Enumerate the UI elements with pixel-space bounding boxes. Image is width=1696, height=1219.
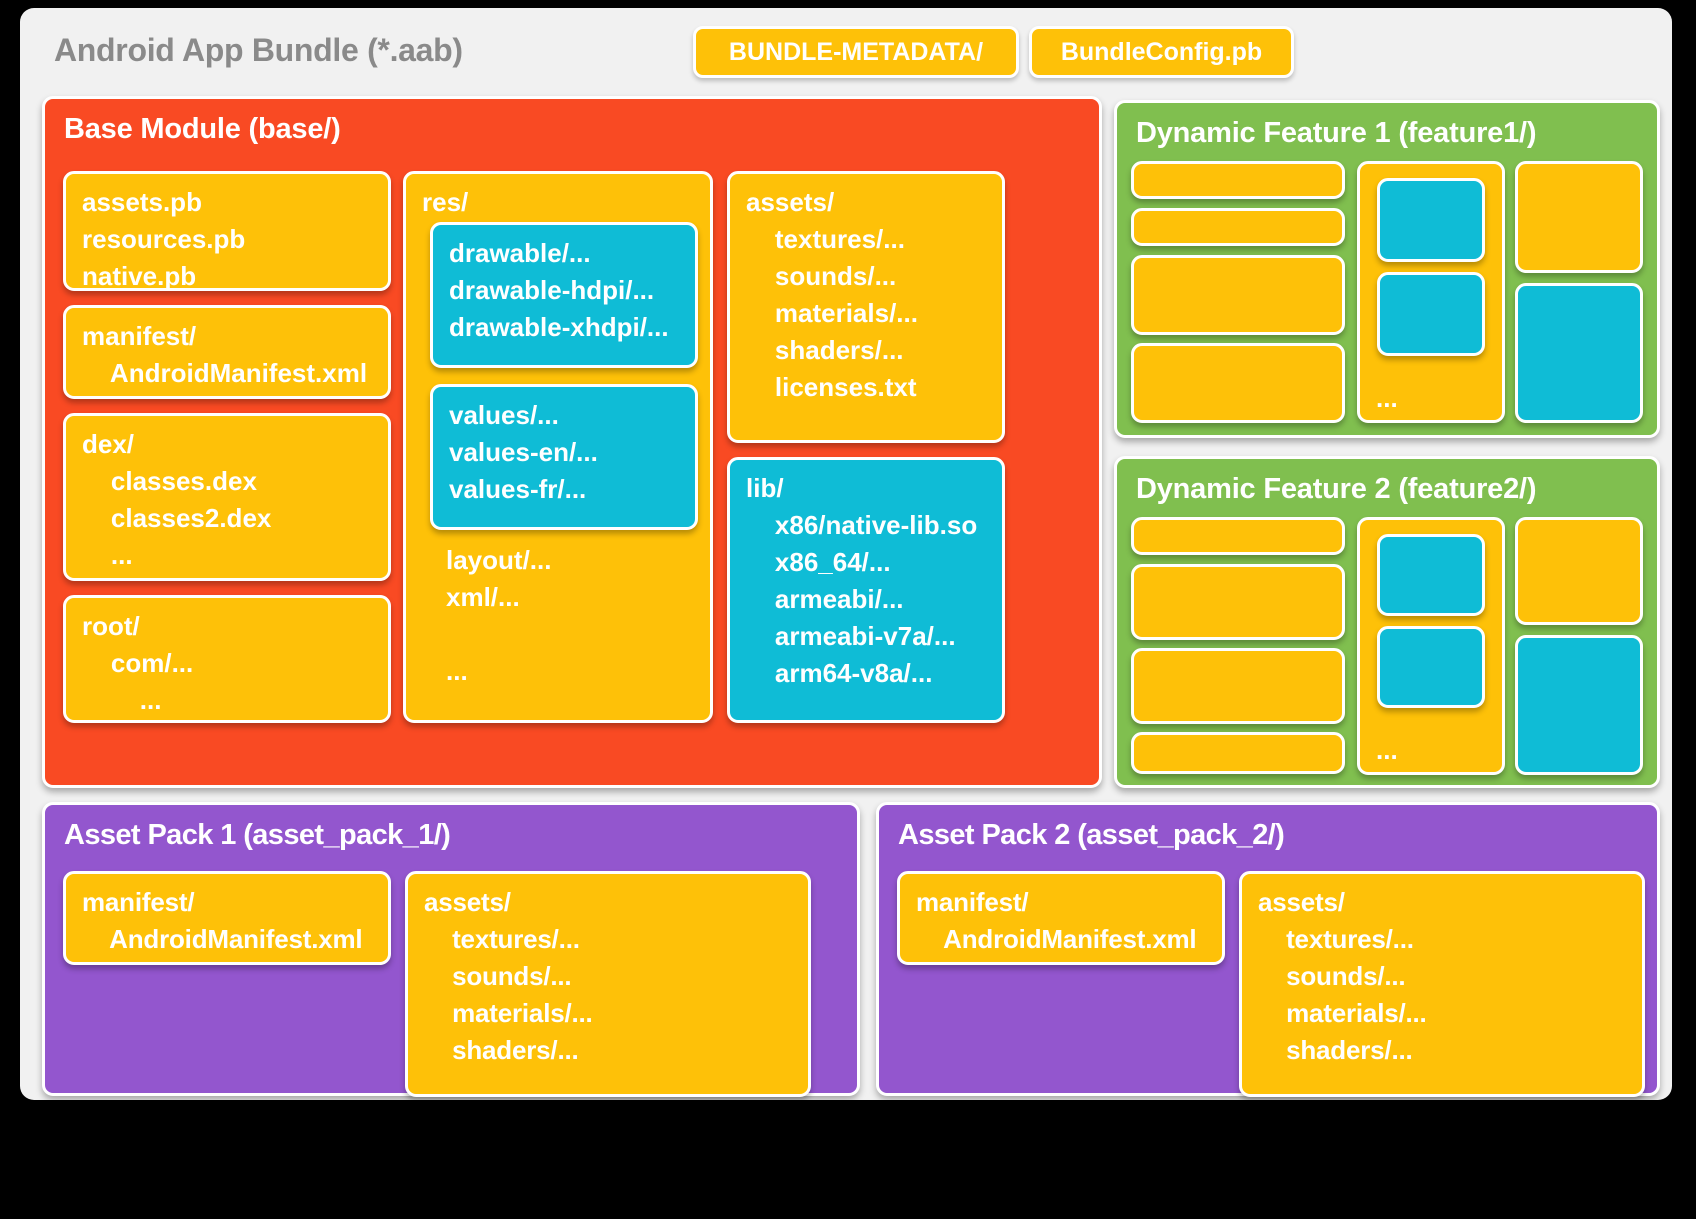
base-protos-box: assets.pb resources.pb native.pb	[63, 171, 391, 291]
feature1-left-box-1	[1131, 161, 1345, 199]
feature2-right-box-2	[1515, 635, 1643, 775]
base-dex-text: dex/ classes.dex classes2.dex ...	[82, 429, 272, 570]
asset-pack-2-title: Asset Pack 2 (asset_pack_2/)	[898, 819, 1285, 851]
asset-pack-1-manifest-box: manifest/ AndroidManifest.xml	[63, 871, 391, 965]
feature1-left-box-3	[1131, 255, 1345, 335]
base-manifest-box: manifest/ AndroidManifest.xml	[63, 305, 391, 399]
asset-pack-2-panel: Asset Pack 2 (asset_pack_2/) manifest/ A…	[876, 802, 1660, 1097]
base-manifest-text: manifest/ AndroidManifest.xml	[82, 321, 368, 388]
feature2-left-box-3	[1131, 648, 1345, 724]
feature2-res-child-2	[1377, 626, 1485, 708]
base-res-tail-text: layout/... xml/... ...	[446, 545, 552, 686]
base-root-box: root/ com/... ...	[63, 595, 391, 723]
feature2-right-box-1	[1515, 517, 1643, 625]
dynamic-feature-1-title: Dynamic Feature 1 (feature1/)	[1136, 117, 1537, 149]
base-lib-text: lib/ x86/native-lib.so x86_64/... armeab…	[746, 473, 978, 688]
feature1-res-child-2	[1377, 272, 1485, 356]
asset-pack-2-assets-text: assets/ textures/... sounds/... material…	[1258, 887, 1427, 1065]
base-module-panel: Base Module (base/) assets.pb resources.…	[42, 96, 1102, 788]
base-root-text: root/ com/... ...	[82, 611, 194, 715]
bundle-title: Android App Bundle (*.aab)	[54, 32, 463, 68]
asset-pack-1-assets-text: assets/ textures/... sounds/... material…	[424, 887, 593, 1065]
feature2-res-child-1	[1377, 534, 1485, 616]
base-res-box: res/ drawable/... drawable-hdpi/... draw…	[403, 171, 713, 723]
feature2-res-ellipsis: ...	[1376, 735, 1398, 765]
dynamic-feature-2-panel: Dynamic Feature 2 (feature2/) ...	[1114, 456, 1660, 788]
asset-pack-1-assets-box: assets/ textures/... sounds/... material…	[405, 871, 811, 1097]
base-res-drawable-text: drawable/... drawable-hdpi/... drawable-…	[449, 238, 669, 342]
asset-pack-2-manifest-box: manifest/ AndroidManifest.xml	[897, 871, 1225, 965]
base-res-label: res/	[422, 187, 469, 217]
base-res-values-text: values/... values-en/... values-fr/... .…	[449, 400, 598, 504]
android-app-bundle-panel: Android App Bundle (*.aab) BUNDLE-METADA…	[20, 8, 1672, 1100]
dynamic-feature-2-title: Dynamic Feature 2 (feature2/)	[1136, 473, 1537, 505]
feature1-right-box-1	[1515, 161, 1643, 273]
base-res-drawable-box: drawable/... drawable-hdpi/... drawable-…	[430, 222, 698, 368]
bundle-metadata-pill: BUNDLE-METADATA/	[693, 26, 1019, 78]
asset-pack-1-panel: Asset Pack 1 (asset_pack_1/) manifest/ A…	[42, 802, 860, 1097]
asset-pack-1-manifest-text: manifest/ AndroidManifest.xml	[82, 887, 363, 954]
feature1-res-child-1	[1377, 178, 1485, 262]
asset-pack-1-title: Asset Pack 1 (asset_pack_1/)	[64, 819, 451, 851]
feature2-left-box-1	[1131, 517, 1345, 555]
base-lib-box: lib/ x86/native-lib.so x86_64/... armeab…	[727, 457, 1005, 723]
base-module-title: Base Module (base/)	[64, 113, 341, 145]
feature2-res-container: ...	[1357, 517, 1505, 775]
asset-pack-2-manifest-text: manifest/ AndroidManifest.xml	[916, 887, 1197, 954]
bundle-config-pill: BundleConfig.pb	[1029, 26, 1294, 78]
base-assets-text: assets/ textures/... sounds/... material…	[746, 187, 918, 402]
feature1-left-box-2	[1131, 208, 1345, 246]
feature1-res-container: ...	[1357, 161, 1505, 423]
feature2-left-box-2	[1131, 564, 1345, 640]
feature1-res-ellipsis: ...	[1376, 383, 1398, 413]
base-protos-text: assets.pb resources.pb native.pb	[82, 187, 246, 291]
asset-pack-2-assets-box: assets/ textures/... sounds/... material…	[1239, 871, 1645, 1097]
base-res-values-box: values/... values-en/... values-fr/... .…	[430, 384, 698, 530]
feature1-right-box-2	[1515, 283, 1643, 423]
dynamic-feature-1-panel: Dynamic Feature 1 (feature1/) ...	[1114, 100, 1660, 438]
base-dex-box: dex/ classes.dex classes2.dex ...	[63, 413, 391, 581]
base-assets-box: assets/ textures/... sounds/... material…	[727, 171, 1005, 443]
feature2-left-box-4	[1131, 732, 1345, 774]
feature1-left-box-4	[1131, 343, 1345, 423]
